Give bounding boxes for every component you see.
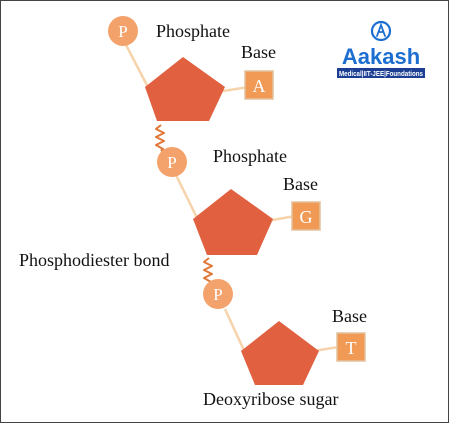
phosphate-symbol: P <box>167 153 176 172</box>
base-group: G <box>291 201 321 231</box>
phosphodiester-bond-zigzag <box>203 257 213 286</box>
phosphate-symbol: P <box>118 22 127 41</box>
phosphate-group: P <box>203 279 233 309</box>
logo-emblem-icon <box>370 20 392 42</box>
phosphate-circle <box>203 279 233 309</box>
phosphate-group: P <box>108 16 138 46</box>
aakash-logo: Aakash Medical|IIT-JEE|Foundations <box>337 20 425 78</box>
deoxyribose-sugar-pentagon <box>145 57 225 121</box>
logo-tagline: Medical|IIT-JEE|Foundations <box>339 71 423 78</box>
base-letter: A <box>253 76 266 96</box>
phosphate-label: Phosphate <box>213 146 287 166</box>
phosphate-label: Phosphate <box>156 21 230 41</box>
base-box <box>336 332 366 362</box>
base-group: T <box>336 332 366 362</box>
deoxyribose-sugar-label: Deoxyribose sugar <box>203 389 338 409</box>
base-label: Base <box>241 42 276 62</box>
base-box <box>291 201 321 231</box>
backbone-line <box>123 42 153 94</box>
base-label: Base <box>283 174 318 194</box>
base-box <box>244 70 274 100</box>
phosphate-symbol: P <box>213 285 222 304</box>
logo-tagline-bar <box>337 68 425 78</box>
phosphodiester-bond-zigzag <box>155 124 165 152</box>
backbone-line <box>223 308 249 358</box>
logo-wordmark: Aakash <box>342 44 420 69</box>
base-letter: T <box>346 338 357 358</box>
phosphate-circle <box>157 147 187 177</box>
base-letter: G <box>300 207 313 227</box>
deoxyribose-sugar-pentagon <box>193 189 273 255</box>
base-label: Base <box>332 306 367 326</box>
phosphate-circle <box>108 16 138 46</box>
sugars <box>145 57 319 385</box>
phosphate-group: P <box>157 147 187 177</box>
deoxyribose-sugar-pentagon <box>241 321 319 385</box>
phosphodiester-bonds <box>155 124 213 286</box>
base-group: A <box>244 70 274 100</box>
phosphodiester-bond-label: Phosphodiester bond <box>19 250 170 270</box>
